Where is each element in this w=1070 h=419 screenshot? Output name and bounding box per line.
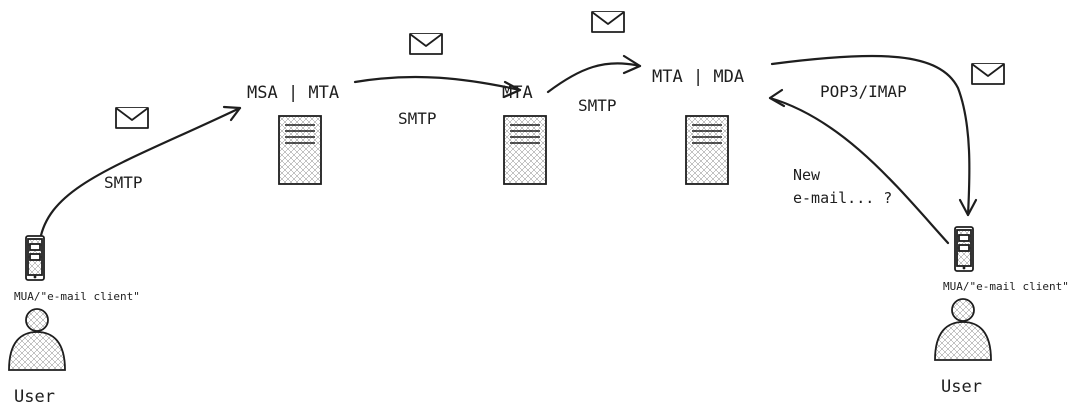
node-label-mta-mda: MTA | MDA [652,67,744,87]
server-icon [685,115,729,185]
arrow-mda-to-receiver [770,54,978,217]
check-mail-note-line1: New [793,166,821,184]
arrow-user-to-msa [38,105,242,242]
protocol-label-smtp: SMTP [104,173,143,192]
person-icon [8,308,66,371]
check-mail-note-line2: e-mail... ? [793,189,892,207]
sender-user-label: User [14,387,55,407]
protocol-label-pop3-imap: POP3/IMAP [820,82,907,101]
phone-icon [25,235,45,281]
node-label-mta: MTA [502,83,533,103]
arrow-receiver-check-mail [768,88,950,245]
envelope-icon [409,33,443,55]
protocol-label-smtp: SMTP [578,96,617,115]
receiver-client-label: MUA/"e-mail client" [943,280,1069,293]
server-icon [278,115,322,185]
envelope-icon [971,63,1005,85]
server-icon [503,115,547,185]
arrow-msa-to-mta [353,75,522,99]
envelope-icon [115,107,149,129]
protocol-label-smtp: SMTP [398,109,437,128]
person-icon [934,298,992,361]
envelope-icon [591,11,625,33]
sender-client-label: MUA/"e-mail client" [14,290,140,303]
phone-icon [954,226,974,272]
receiver-user-label: User [941,377,982,397]
node-label-msa-mta: MSA | MTA [247,83,339,103]
arrow-mta-to-mda [546,54,642,94]
